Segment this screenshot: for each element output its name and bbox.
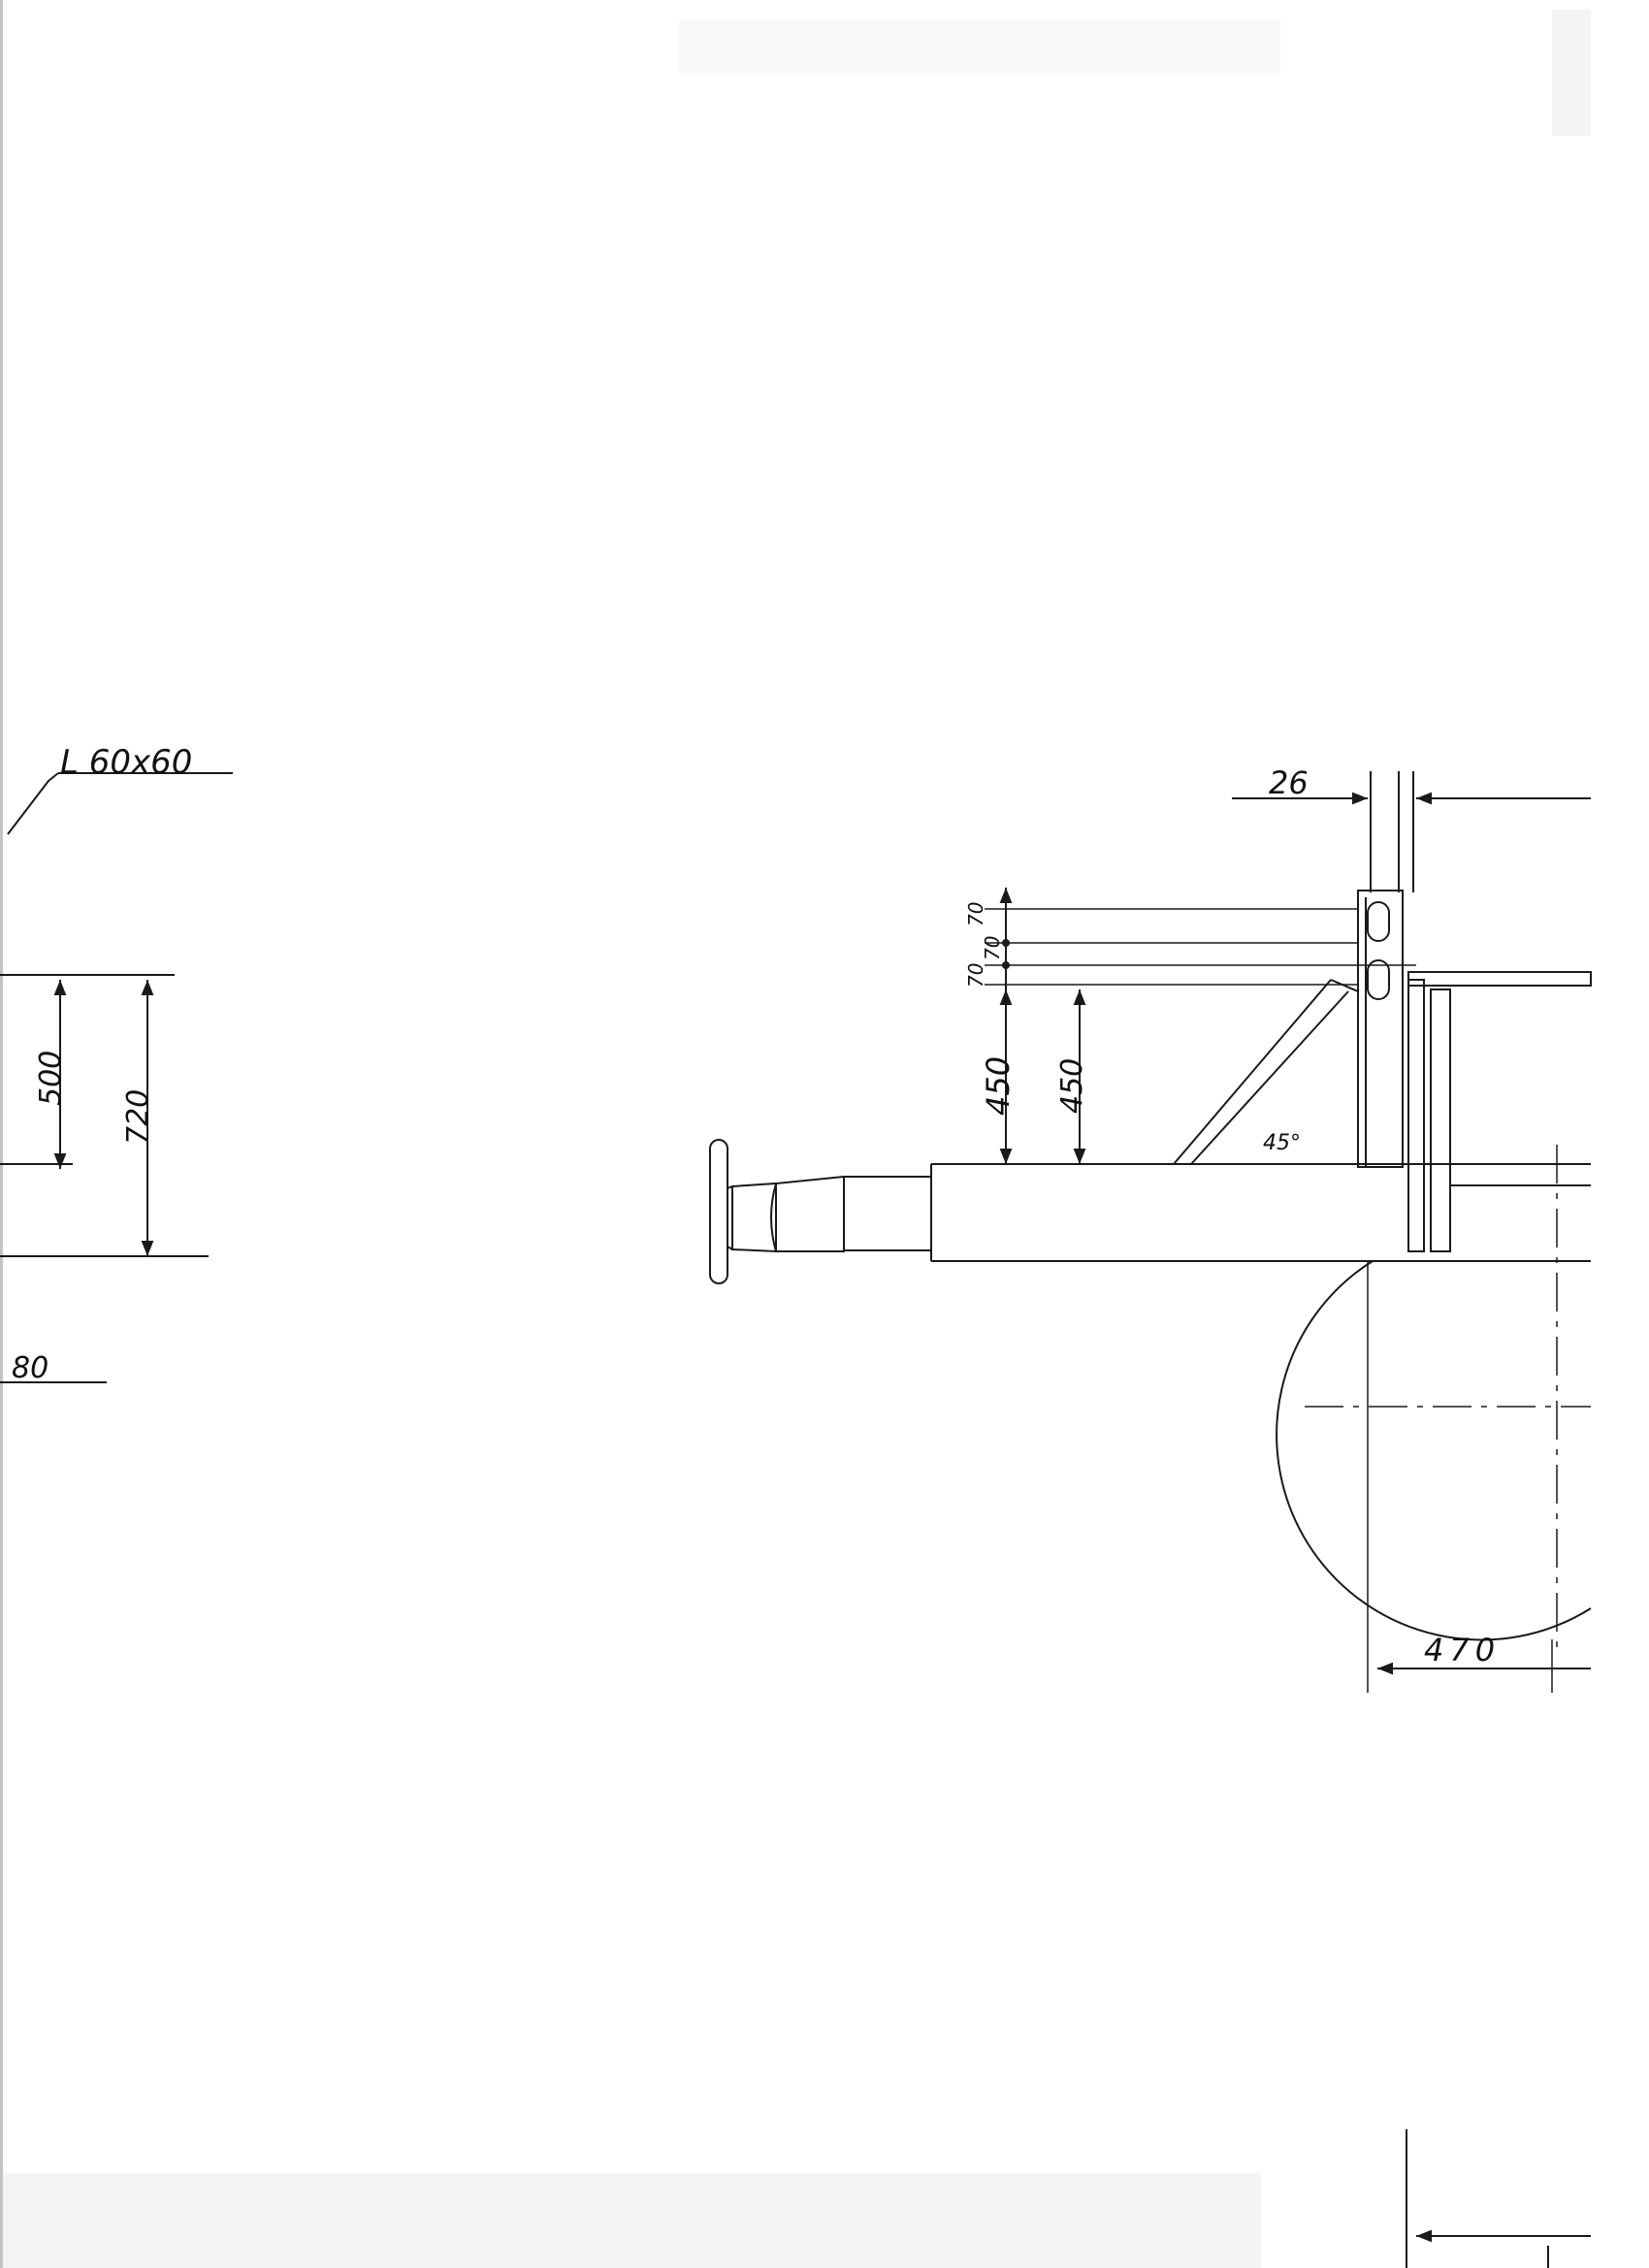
scan-artifacts: [0, 0, 1591, 2268]
jack-inner-tube: [770, 1175, 845, 1252]
jack-neck: [731, 1182, 777, 1253]
slot-lower: [1367, 959, 1390, 1000]
label-450-inner: 450: [1055, 1058, 1089, 1114]
top-frame-rail: [1407, 971, 1592, 987]
right-plate-inner: [1430, 988, 1451, 1252]
label-720: 720: [121, 1089, 155, 1145]
label-500: 500: [34, 1051, 68, 1106]
profile-leader-bend: [7, 772, 59, 835]
brace-line-b: [1190, 990, 1349, 1165]
brace-top-cap: [1330, 979, 1359, 992]
left-view: [0, 772, 233, 1383]
main-view: [709, 771, 1592, 2268]
label-470: 470: [1424, 1632, 1501, 1669]
label-80: 80: [12, 1351, 48, 1385]
jack-joint-b: [727, 1246, 733, 1250]
label-450-outer: 450: [980, 1056, 1017, 1116]
dim-dot-2: [1002, 961, 1010, 969]
right-plate-outer: [1407, 979, 1425, 1252]
label-26: 26: [1269, 764, 1309, 801]
jack-sleeve: [843, 1176, 932, 1251]
label-angle-45: 45°: [1263, 1131, 1301, 1155]
jack-foot-plate: [709, 1139, 728, 1284]
label-angle-profile: L 60x60: [60, 743, 192, 782]
slot-upper: [1367, 901, 1390, 942]
dim-dot-1: [1002, 939, 1010, 947]
label-70-a: 70: [964, 902, 987, 926]
jack-joint-a: [727, 1185, 733, 1189]
label-70-c: 70: [964, 963, 987, 988]
label-70-b: 70: [981, 936, 1004, 960]
brace-line-a: [1173, 979, 1332, 1165]
vertical-post: [1357, 890, 1404, 1168]
wheel-arc: [1276, 1260, 1592, 1641]
